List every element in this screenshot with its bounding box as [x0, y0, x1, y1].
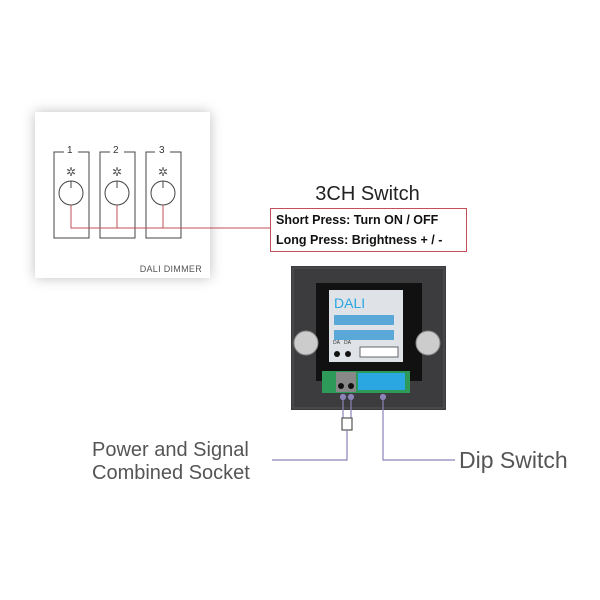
- dip-switch-label: Dip Switch: [459, 447, 568, 473]
- short-press-text: Short Press: Turn ON / OFF: [276, 213, 439, 227]
- socket-label-line1: Power and Signal: [92, 439, 249, 461]
- button-number: 2: [113, 145, 119, 156]
- purple-leaders: [272, 393, 455, 461]
- panel-label: DALI DIMMER: [139, 264, 202, 274]
- screw-left: [293, 330, 319, 356]
- screw-right: [415, 330, 441, 356]
- press-info-box: Short Press: Turn ON / OFF Long Press: B…: [270, 208, 467, 252]
- socket-label-line2: Combined Socket: [92, 462, 250, 484]
- long-press-text: Long Press: Brightness + / -: [276, 233, 443, 247]
- da-terminals: [336, 372, 356, 392]
- sun-icon: ✲: [112, 165, 122, 179]
- device-brand: DALI: [334, 295, 365, 311]
- dali-device: DALI: [291, 266, 446, 410]
- terminal-label: DA: [333, 340, 340, 346]
- button-number: 3: [159, 145, 165, 156]
- sun-icon: ✲: [158, 165, 168, 179]
- switch-title: 3CH Switch: [315, 183, 420, 205]
- dip-switch: [358, 373, 405, 390]
- button-number: 1: [67, 145, 73, 156]
- sun-icon: ✲: [66, 165, 76, 179]
- red-leader: [70, 205, 270, 229]
- terminal-label: DA: [344, 340, 351, 346]
